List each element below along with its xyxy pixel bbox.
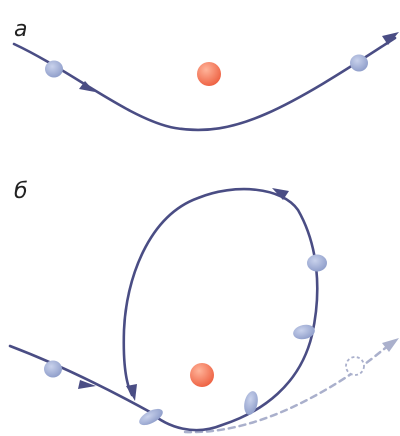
- dashed-circle-icon: [345, 356, 365, 376]
- trajectory-a: [12, 36, 397, 132]
- particle-icon: [350, 54, 368, 72]
- panel-b-label: б: [14, 179, 28, 204]
- arrowhead-icon: [272, 188, 289, 200]
- trajectory-b-orbit: [122, 187, 319, 432]
- arrowhead-icon: [78, 380, 96, 389]
- trajectory-b-incoming: [8, 344, 152, 414]
- attractor-icon: [197, 62, 221, 86]
- particle-icon: [45, 60, 63, 78]
- particle-icon: [244, 391, 258, 415]
- arrowhead-icon: [382, 32, 399, 45]
- panel-a-label: а: [14, 17, 27, 42]
- arrowhead-icon: [79, 81, 95, 92]
- arrowhead-icon: [126, 384, 137, 401]
- particle-icon: [307, 254, 327, 272]
- panel-a: а: [12, 17, 399, 132]
- panel-b: б: [8, 179, 399, 434]
- attractor-icon: [190, 363, 214, 387]
- particle-icon: [139, 408, 163, 426]
- particle-icon: [44, 360, 62, 378]
- dashed-trajectory: [183, 340, 395, 434]
- particle-icon: [293, 324, 315, 340]
- arrowhead-icon: [382, 338, 399, 352]
